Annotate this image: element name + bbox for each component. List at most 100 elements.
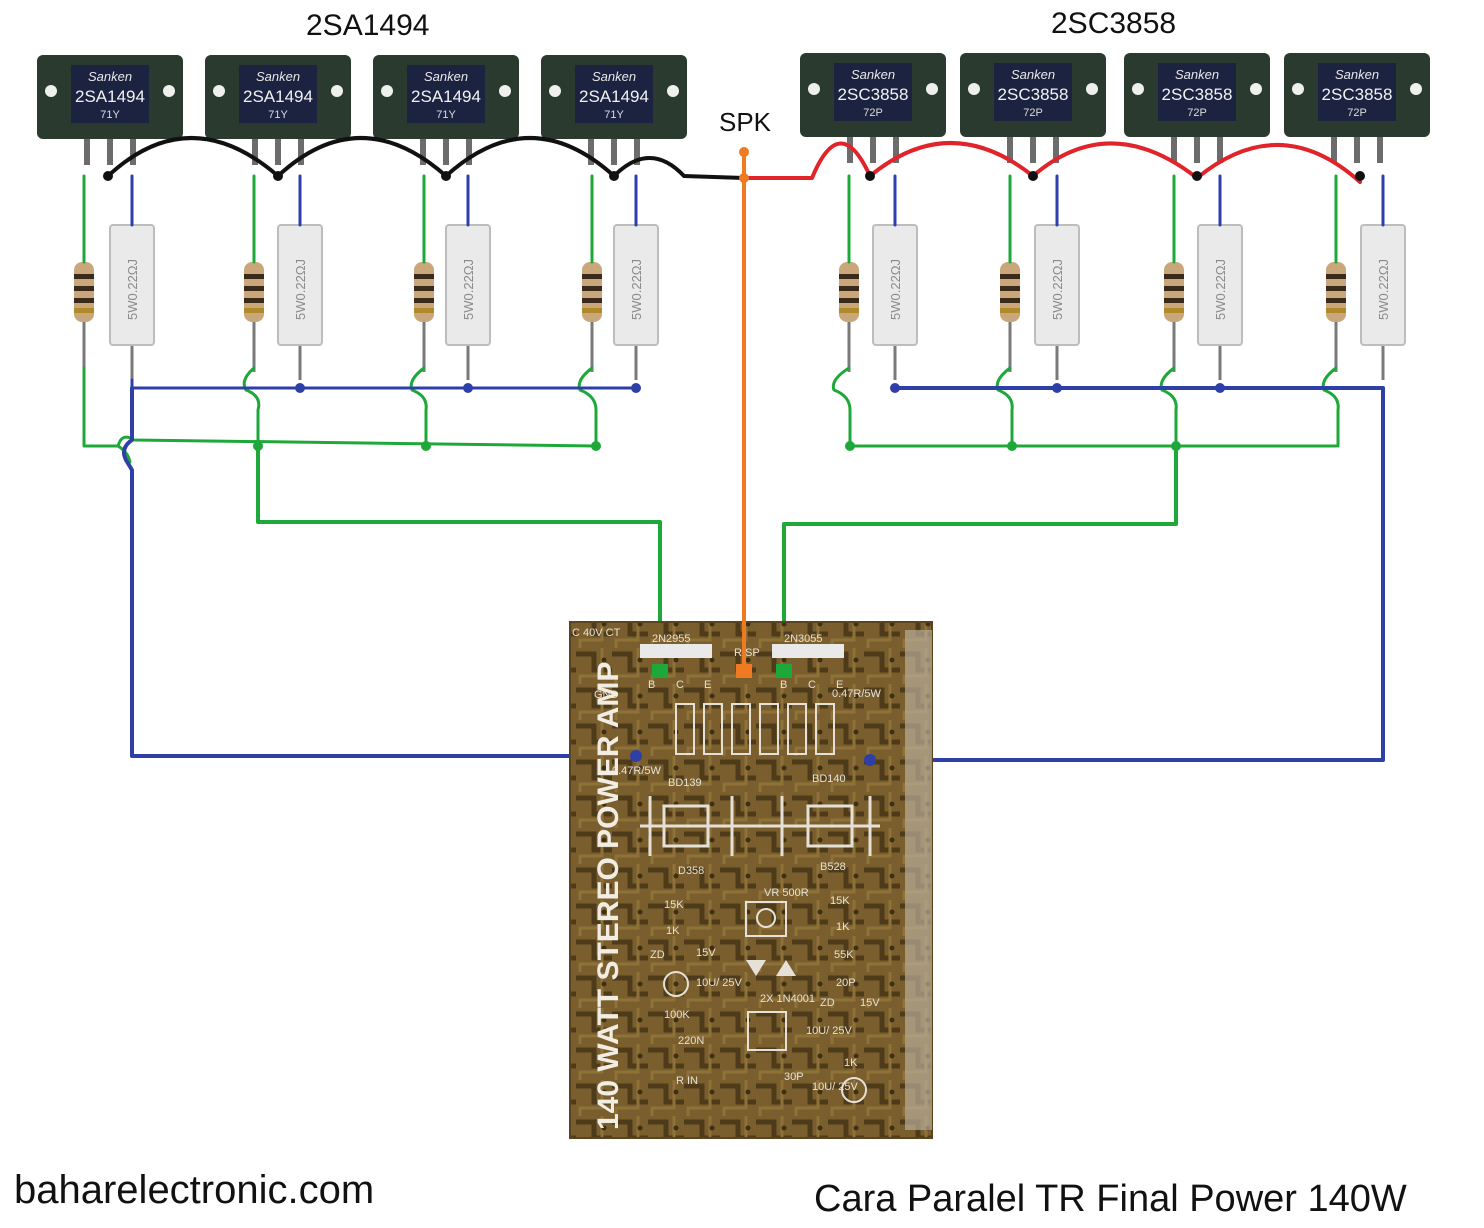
transistor-part-number: 2SA1494 — [579, 87, 649, 106]
transistor-code: 71Y — [100, 109, 120, 121]
pcb-emitter-res-label: 0.47R/5W — [612, 765, 662, 777]
wiring-top — [630, 147, 876, 766]
pcb-gnd-label: GND — [594, 689, 619, 701]
transistor-lead — [1171, 137, 1177, 163]
collector-wire-pnp — [106, 136, 746, 180]
pcb-pin-label: B — [780, 679, 787, 691]
pcb-pre-left-label: D358 — [678, 865, 704, 877]
emitter-pad-npn — [864, 754, 876, 766]
transistor-code: 72P — [863, 107, 883, 119]
resistor-band — [74, 286, 94, 291]
emitter-resistor: 5W0.22ΩJ — [613, 205, 659, 380]
emitter-bus-npn — [868, 386, 1385, 762]
speaker-pad — [736, 664, 752, 678]
resistor-band — [839, 308, 859, 313]
junction-dot — [591, 441, 601, 451]
pcb-diode-symbols — [746, 960, 796, 976]
junction-dot — [463, 383, 473, 393]
pcb-diodes-label: 2X 1N4001 — [760, 993, 815, 1005]
transistor-label-plate — [994, 63, 1072, 121]
resistor-marking: 5W0.22ΩJ — [1050, 259, 1065, 320]
resistor-marking: 5W0.22ΩJ — [461, 259, 476, 320]
emitter-resistor: 5W0.22ΩJ — [1360, 205, 1406, 380]
junction-dot — [1052, 383, 1062, 393]
pcb-cap-outline — [663, 971, 689, 997]
transistor-part-number: 2SA1494 — [75, 87, 145, 106]
emitter-resistor: 5W0.22ΩJ — [872, 205, 918, 380]
pcb-part-label: 10U/ 25V — [812, 1081, 859, 1093]
resistor-band — [582, 298, 602, 303]
transistor-lead — [1053, 137, 1059, 163]
resistor-band — [1000, 286, 1020, 291]
junction-dot — [609, 171, 619, 181]
base-bus-npn — [831, 366, 1338, 448]
emitter-resistor: 5W0.22ΩJ — [1034, 205, 1080, 380]
pnp-transistor-group: Sanken2SA149471YSanken2SA149471YSanken2S… — [37, 55, 687, 165]
resistor-band — [414, 298, 434, 303]
transistor-brand: Sanken — [592, 69, 636, 84]
transistor-lead — [1354, 137, 1360, 163]
resistor-band — [1326, 298, 1346, 303]
pcb-edge — [905, 630, 932, 1130]
junction-dot — [865, 171, 875, 181]
resistor-band — [244, 308, 264, 313]
resistor-band — [582, 308, 602, 313]
mounting-hole — [499, 85, 511, 97]
junction-dot — [1028, 171, 1038, 181]
emitter-resistor: 5W0.22ΩJ — [1197, 205, 1243, 380]
pcb-pin-label: C — [676, 679, 684, 691]
resistor-band — [1000, 298, 1020, 303]
junction-dot — [441, 171, 451, 181]
junction-dot — [1215, 383, 1225, 393]
pcb-vr-label: VR 500R — [764, 887, 809, 899]
mounting-hole — [331, 85, 343, 97]
resistor-band — [74, 274, 94, 279]
emitter-bus-pnp — [130, 378, 638, 390]
transistor-label-plate — [71, 65, 149, 123]
pcb-part-label: 15V — [696, 947, 716, 959]
pcb-input-label: R IN — [676, 1075, 698, 1087]
base-bus-pnp — [116, 435, 598, 448]
transistor-lead — [847, 137, 853, 163]
resistor-band — [839, 286, 859, 291]
npn-group-label: 2SC3858 — [1051, 7, 1177, 40]
transistor-lead — [298, 139, 304, 165]
transistor-lead — [275, 139, 281, 165]
transistor-lead — [1377, 137, 1383, 163]
transistor-label-plate — [1318, 63, 1396, 121]
resistor-band — [1164, 274, 1184, 279]
transistor-part-number: 2SC3858 — [838, 85, 909, 104]
transistor-part-number: 2SC3858 — [998, 85, 1069, 104]
base-bus-npn — [1159, 366, 1178, 448]
mounting-hole — [45, 85, 57, 97]
base-resistor — [1326, 232, 1346, 372]
resistor-band — [1326, 274, 1346, 279]
transistor-brand: Sanken — [1175, 67, 1219, 82]
resistor-band — [1000, 274, 1020, 279]
emitter-feed-pnp — [122, 386, 638, 758]
transistor-part-number: 2SC3858 — [1162, 85, 1233, 104]
transistor-lead — [611, 139, 617, 165]
resistor-band — [582, 286, 602, 291]
pcb-tr-right-label: 2N3055 — [784, 633, 823, 645]
pcb-pin-label: E — [704, 679, 711, 691]
transistor-lead — [466, 139, 472, 165]
resistor-marking: 5W0.22ΩJ — [629, 259, 644, 320]
transistor-code: 71Y — [436, 109, 456, 121]
pcb-cap-outline — [841, 1077, 867, 1103]
transistor-brand: Sanken — [256, 69, 300, 84]
transistor-code: 71Y — [268, 109, 288, 121]
resistor-marking: 5W0.22ΩJ — [1376, 259, 1391, 320]
base-bus-npn — [995, 366, 1014, 448]
tr-socket-right — [772, 644, 844, 658]
pcb-tr-left-label: 2N2955 — [652, 633, 691, 645]
pcb-pin-label: B — [648, 679, 655, 691]
resistor-band — [244, 274, 264, 279]
